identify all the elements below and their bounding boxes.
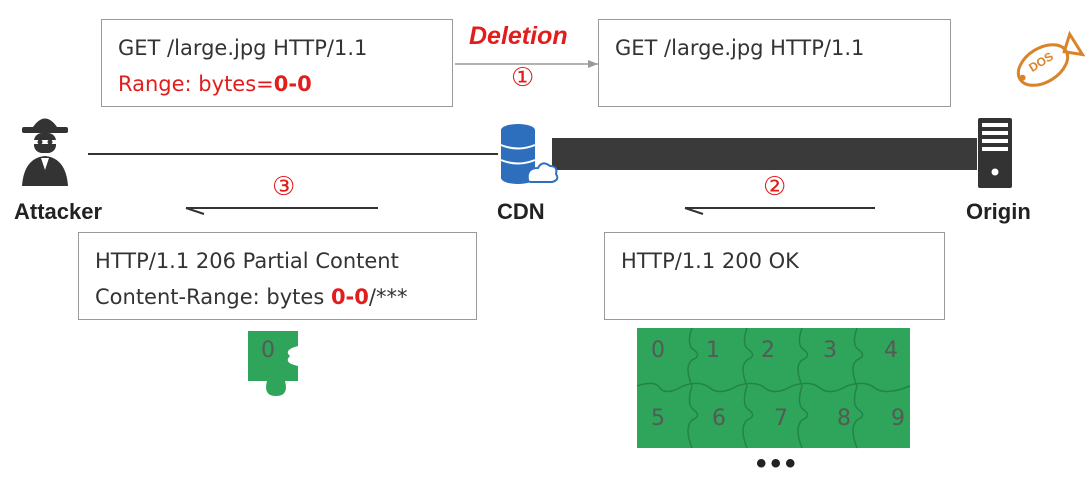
response-arrow-3 <box>185 207 378 215</box>
cdn-label: CDN <box>497 199 545 224</box>
origin-response-box: HTTP/1.1 200 OK <box>604 232 945 320</box>
response-arrow-2 <box>684 207 875 215</box>
content-range-value: 0-0 <box>330 285 369 309</box>
puzzle-piece-0 <box>248 331 298 396</box>
range-prefix: Range: bytes= <box>118 72 274 96</box>
puzzle-grid-label: 5 <box>651 406 665 431</box>
content-range-suffix: /*** <box>368 285 408 309</box>
bomb-icon <box>1016 30 1086 87</box>
forward-arrow <box>455 60 598 68</box>
origin-response-line1: HTTP/1.1 200 OK <box>621 249 799 273</box>
puzzle-grid <box>636 327 911 449</box>
puzzle-grid-label: 0 <box>651 338 665 363</box>
puzzle-grid-label: 4 <box>884 338 898 363</box>
step-2: ② <box>763 172 787 202</box>
client-response-line1: HTTP/1.1 206 Partial Content <box>95 249 399 273</box>
puzzle-grid-label: 6 <box>712 406 726 431</box>
link-cdn-origin <box>552 138 977 170</box>
content-range-prefix: Content-Range: bytes <box>95 285 331 309</box>
range-value: 0-0 <box>273 72 312 96</box>
more-ellipsis: ••• <box>756 447 800 480</box>
puzzle-grid-label: 2 <box>761 338 775 363</box>
client-request-line1: GET /large.jpg HTTP/1.1 <box>118 36 368 60</box>
client-response-line2: Content-Range: bytes 0-0/*** <box>95 279 460 315</box>
server-icon <box>978 118 1012 188</box>
attacker-icon <box>22 118 68 186</box>
step-3: ③ <box>272 172 296 202</box>
puzzle-grid-label: 3 <box>823 338 837 363</box>
puzzle-grid-label: 9 <box>891 406 905 431</box>
puzzle-grid-label: 7 <box>774 406 788 431</box>
deletion-label: Deletion <box>469 22 568 50</box>
puzzle-grid-label: 1 <box>706 338 720 363</box>
cdn-icon <box>500 124 559 184</box>
puzzle-single-label: 0 <box>261 338 275 363</box>
attacker-label: Attacker <box>14 199 103 224</box>
origin-label: Origin <box>966 199 1031 224</box>
client-response-box: HTTP/1.1 206 Partial Content Content-Ran… <box>78 232 477 320</box>
puzzle-grid-label: 8 <box>837 406 851 431</box>
step-1: ① <box>511 63 535 93</box>
client-request-box: GET /large.jpg HTTP/1.1 Range: bytes=0-0 <box>101 19 453 107</box>
client-request-line2: Range: bytes=0-0 <box>118 66 436 102</box>
origin-request-box: GET /large.jpg HTTP/1.1 <box>598 19 951 107</box>
origin-request-line1: GET /large.jpg HTTP/1.1 <box>615 36 865 60</box>
